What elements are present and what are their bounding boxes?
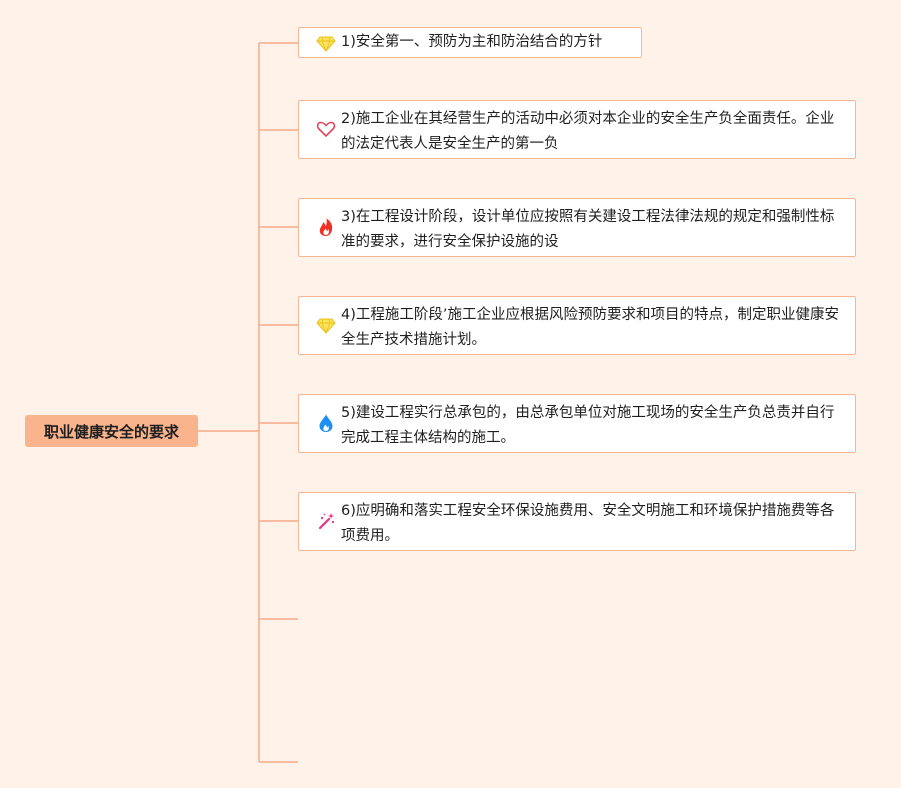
heart-icon	[316, 121, 336, 138]
diamond-icon	[316, 36, 336, 53]
topic-item-5-text: 5)建设工程实行总承包的，由总承包单位对施工现场的安全生产负总责并自行完成工程主…	[341, 405, 835, 446]
topic-item-1[interactable]: 1)安全第一、预防为主和防治结合的方针	[298, 27, 642, 58]
topic-item-3-text: 3)在工程设计阶段，设计单位应按照有关建设工程法律法规的规定和强制性标准的要求，…	[341, 209, 835, 250]
water-drop-icon	[319, 414, 333, 432]
topic-item-3[interactable]: 3)在工程设计阶段，设计单位应按照有关建设工程法律法规的规定和强制性标准的要求，…	[298, 198, 856, 257]
fire-icon	[319, 218, 333, 236]
topic-item-6[interactable]: 6)应明确和落实工程安全环保设施费用、安全文明施工和环境保护措施费等各项费用。	[298, 492, 856, 551]
magic-wand-icon	[318, 513, 335, 530]
topic-item-2[interactable]: 2)施工企业在其经营生产的活动中必须对本企业的安全生产负全面责任。企业的法定代表…	[298, 100, 856, 159]
topic-item-4-text: 4)工程施工阶段’施工企业应根据风险预防要求和项目的特点，制定职业健康安全生产技…	[341, 307, 839, 348]
topic-item-5[interactable]: 5)建设工程实行总承包的，由总承包单位对施工现场的安全生产负总责并自行完成工程主…	[298, 394, 856, 453]
topic-item-4[interactable]: 4)工程施工阶段’施工企业应根据风险预防要求和项目的特点，制定职业健康安全生产技…	[298, 296, 856, 355]
root-topic-label: 职业健康安全的要求	[43, 422, 179, 441]
topic-item-2-text: 2)施工企业在其经营生产的活动中必须对本企业的安全生产负全面责任。企业的法定代表…	[341, 111, 835, 152]
topic-item-6-text: 6)应明确和落实工程安全环保设施费用、安全文明施工和环境保护措施费等各项费用。	[341, 503, 835, 544]
root-topic[interactable]: 职业健康安全的要求	[25, 415, 198, 447]
topic-item-1-text: 1)安全第一、预防为主和防治结合的方针	[341, 34, 603, 50]
diamond-icon	[316, 318, 336, 335]
